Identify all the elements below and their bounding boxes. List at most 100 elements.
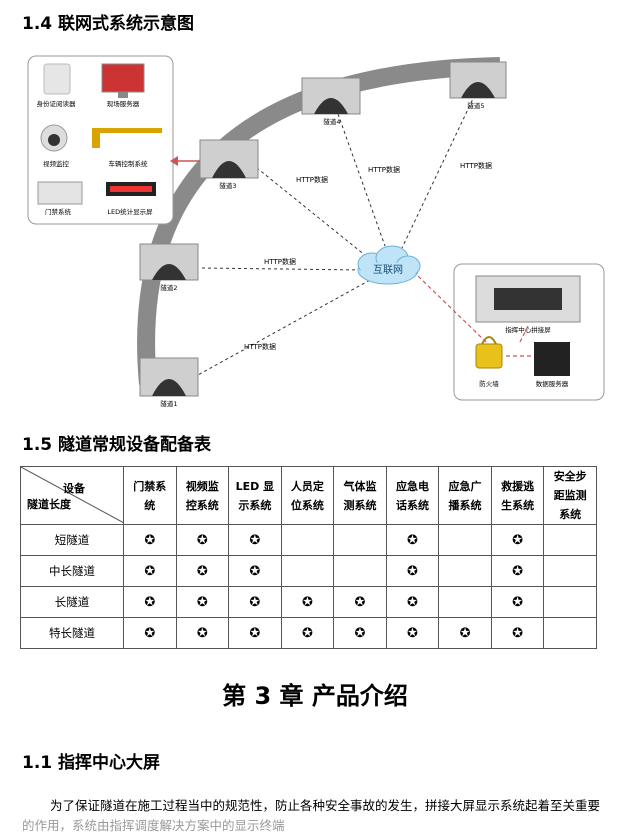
- http-label-4: HTTP数据: [368, 165, 400, 174]
- led-text-icon: [110, 186, 152, 192]
- table-cell: [333, 524, 387, 556]
- col-header-access: 门禁系统: [123, 466, 177, 525]
- chapter-title: 第 3 章 产品介绍: [222, 682, 408, 710]
- table-cell: ✪: [175, 555, 230, 587]
- table-cell: ✪: [175, 586, 230, 618]
- section-title-1-5: 1.5 隧道常规设备配备表: [22, 435, 212, 455]
- device-label-data-server: 数据服务器: [536, 379, 569, 388]
- check-mark-icon: ✪: [407, 625, 418, 641]
- check-mark-icon: ✪: [249, 532, 261, 548]
- paragraph-line-1: 为了保证隧道在施工过程当中的规范性，防止各种安全事故的发生，拼接大屏显示系统起着…: [50, 798, 601, 813]
- table-cell: ✪: [228, 524, 282, 556]
- internet-cloud-icon: [357, 245, 421, 285]
- check-mark-icon: ✪: [512, 625, 524, 641]
- check-mark-icon: ✪: [249, 594, 261, 610]
- section-title-1-4: 1.4 联网式系统示意图: [22, 14, 195, 34]
- col-header-phone: 应急电话系统: [385, 466, 440, 525]
- http-links: [177, 83, 481, 387]
- table-row: 长隧道✪✪✪✪✪✪✪: [20, 586, 597, 618]
- check-mark-icon: ✪: [196, 625, 208, 641]
- device-label-camera: 视频监控: [43, 159, 70, 168]
- device-label-firewall: 防火墙: [479, 379, 499, 388]
- table-cell: ✪: [385, 524, 440, 556]
- row-label: 中长隧道: [20, 555, 124, 587]
- table-row: 短隧道✪✪✪✪✪: [20, 524, 597, 556]
- corner-label-equipment: 设备: [63, 482, 85, 495]
- corner-diagonal: [21, 467, 124, 523]
- check-mark-icon: ✪: [144, 532, 156, 548]
- firewall-lock-icon: [475, 343, 503, 369]
- http-label-2: HTTP数据: [264, 257, 296, 266]
- table-cell: [543, 586, 597, 618]
- camera-lens-icon: [48, 134, 60, 146]
- corner-label-length: 隧道长度: [27, 498, 71, 511]
- device-label-led: LED统计显示屏: [107, 207, 153, 216]
- data-server-icon: [534, 342, 570, 376]
- barrier-arm-icon: [100, 128, 162, 133]
- check-mark-icon: ✪: [354, 594, 366, 610]
- table-cell: ✪: [123, 524, 177, 556]
- tunnel-label-4: 隧道4: [323, 117, 340, 126]
- table-cell: ✪: [490, 555, 545, 587]
- table-cell: [543, 555, 597, 587]
- table-cell: ✪: [123, 586, 177, 618]
- device-label-screen: 指挥中心拼接屏: [505, 325, 551, 334]
- check-mark-icon: ✪: [196, 594, 208, 610]
- check-mark-icon: ✪: [354, 625, 366, 641]
- table-cell: [543, 617, 597, 649]
- table-cell: [333, 555, 387, 587]
- tunnel-1: 隧道1: [139, 357, 199, 408]
- check-mark-icon: ✪: [196, 563, 208, 579]
- id-reader-icon: [43, 63, 71, 95]
- table-header-row: 设备 隧道长度 门禁系统 视频监控系统 LED 显示系统 人员定位系统 气体监测…: [20, 466, 597, 525]
- table-cell: ✪: [175, 617, 230, 649]
- check-mark-icon: ✪: [144, 625, 156, 641]
- check-mark-icon: ✪: [144, 563, 156, 579]
- col-header-broadcast: 应急广播系统: [438, 466, 492, 525]
- tunnel-label-2: 隧道2: [160, 283, 177, 292]
- check-mark-icon: ✪: [512, 563, 524, 579]
- tunnel-label-5: 隧道5: [467, 101, 484, 110]
- col-header-video: 视频监控系统: [175, 466, 230, 525]
- table-row: 中长隧道 ✪ ✪ ✪ ✪ ✪: [20, 555, 597, 587]
- row-label: 特长隧道: [20, 617, 124, 649]
- check-mark-icon: ✪: [407, 563, 418, 579]
- check-mark-icon: ✪: [407, 532, 418, 548]
- check-mark-icon: ✪: [407, 594, 418, 610]
- col-header-gas: 气体监测系统: [333, 466, 387, 525]
- table-cell: ✪: [280, 586, 335, 618]
- col-header-led: LED 显示系统: [228, 466, 282, 525]
- table-cell: [280, 555, 335, 587]
- check-mark-icon: ✪: [249, 625, 261, 641]
- lock-shackle-icon: [481, 336, 497, 345]
- table-cell: ✪: [385, 617, 440, 649]
- barrier-post-icon: [92, 128, 100, 148]
- intro-paragraph: 为了保证隧道在施工过程当中的规范性，防止各种安全事故的发生，拼接大屏显示系统起着…: [22, 796, 612, 836]
- check-mark-icon: ✪: [301, 594, 313, 610]
- check-mark-icon: ✪: [196, 532, 208, 548]
- check-mark-icon: ✪: [249, 563, 261, 579]
- server-monitor-icon: [101, 63, 145, 93]
- tunnel-5: 隧道5: [449, 61, 507, 110]
- table-body: 短隧道✪✪✪✪✪中长隧道✪✪✪✪✪长隧道✪✪✪✪✪✪✪特长隧道✪✪✪✪✪✪✪✪: [20, 524, 597, 649]
- equipment-table: 设备 隧道长度 门禁系统 视频监控系统 LED 显示系统 人员定位系统 气体监测…: [20, 466, 597, 649]
- table-cell: [543, 524, 597, 556]
- table-cell: ✪: [228, 586, 282, 618]
- col-header-personnel: 人员定位系统: [280, 466, 335, 525]
- check-mark-icon: ✪: [459, 625, 471, 641]
- table-cell: [438, 586, 492, 618]
- row-label: 长隧道: [20, 586, 124, 618]
- http-label-5: HTTP数据: [460, 161, 492, 170]
- table-cell: ✪: [333, 586, 387, 618]
- network-diagram: 身份证阅读器 现场服务器 视频监控 车辆控制系统 门禁系统 LED统计显示屏 H…: [27, 55, 605, 408]
- col-header-distance: 安全步距监测系统: [543, 466, 597, 525]
- table-cell: ✪: [385, 555, 440, 587]
- tunnel-2: 隧道2: [139, 243, 199, 292]
- table-cell: ✪: [385, 586, 440, 618]
- table-cell: ✪: [175, 524, 230, 556]
- table-cell: [438, 555, 492, 587]
- access-gate-icon: [37, 181, 83, 205]
- http-label-3: HTTP数据: [296, 175, 328, 184]
- tunnel-label-3: 隧道3: [219, 181, 236, 190]
- table-cell: ✪: [228, 555, 282, 587]
